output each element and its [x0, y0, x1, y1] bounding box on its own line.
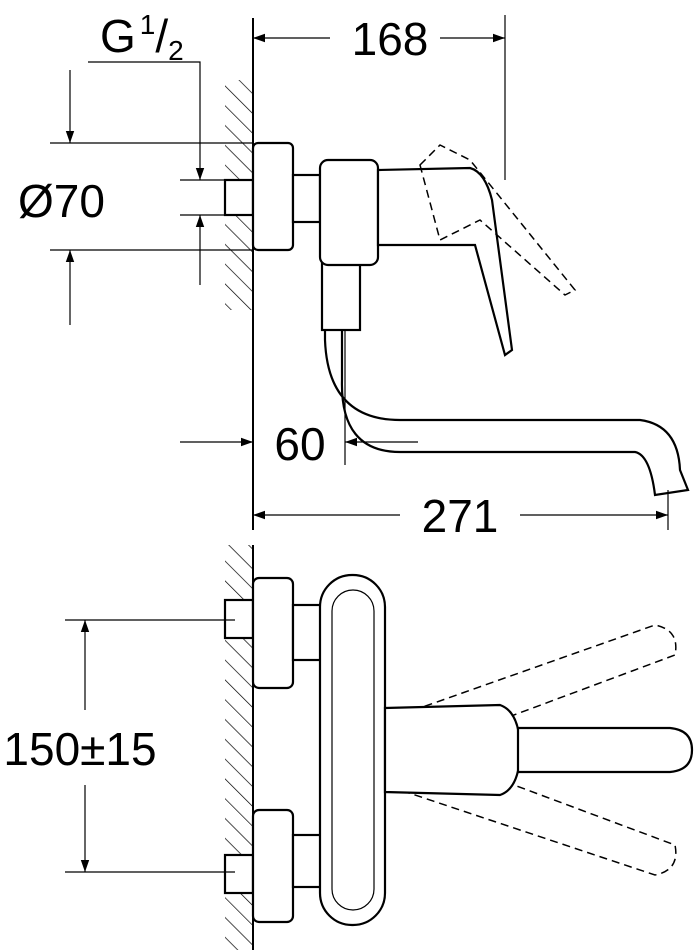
mixer-body — [318, 158, 380, 267]
dimension-label-150: 150±15 — [3, 723, 156, 775]
dimension-label-60: 60 — [274, 418, 325, 470]
mixer-body-top — [318, 573, 387, 927]
lever — [376, 166, 514, 357]
dimension-label-271: 271 — [422, 490, 499, 542]
lever-handle — [516, 726, 694, 774]
dimension-271: 271 — [253, 490, 669, 542]
dimension-label-168: 168 — [352, 13, 429, 65]
dimension-150: 150±15 — [3, 619, 235, 873]
escutcheon — [251, 141, 295, 252]
dimension-label-diameter: Ø70 — [18, 175, 105, 227]
lever-right-position — [399, 749, 677, 876]
escutcheon-upper — [251, 576, 295, 690]
side-view — [223, 18, 690, 530]
top-view — [223, 545, 694, 950]
spout-swivel — [320, 253, 362, 332]
spout — [323, 264, 690, 497]
pipe-stub-lower — [223, 853, 255, 895]
dimension-60: 60 — [180, 330, 418, 470]
escutcheon-lower — [251, 808, 295, 924]
lever-handle-base — [383, 703, 522, 797]
dimension-diameter-70: Ø70 — [18, 70, 253, 325]
pipe-stub-upper — [223, 598, 255, 640]
nut — [291, 173, 322, 224]
lever-open-position — [419, 144, 577, 296]
lever-left-position — [399, 624, 677, 751]
pipe-stub — [223, 178, 255, 217]
dimension-168: 168 — [253, 13, 506, 180]
